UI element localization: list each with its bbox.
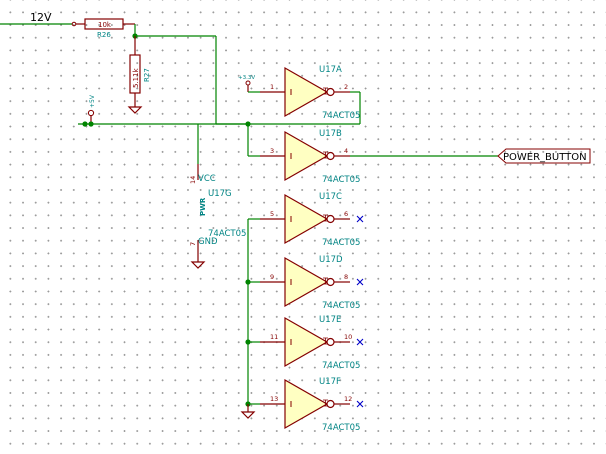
net-loop: [247, 91, 361, 157]
power-button-label[interactable]: POWER_BUTTON: [503, 152, 587, 163]
open-collector-mark: [323, 277, 328, 285]
no-connect-flag: [356, 338, 364, 346]
gate-ref: U17C: [319, 192, 342, 202]
inverter-bubble: [326, 277, 335, 287]
gate-ref: U17A: [319, 65, 342, 75]
no-connect-flag: [356, 278, 364, 286]
resistor-r26: 10k R26: [76, 18, 135, 39]
open-collector-mark: [323, 214, 328, 222]
gate-input-pin-number: 1: [270, 83, 274, 91]
inverter-triangle: [284, 316, 329, 368]
u17g-power-unit: 14 VCC U17G PWR 74ACT05 GND 7: [189, 164, 246, 269]
net-power-button: POWER_BUTTON: [350, 148, 591, 164]
u17g-gnd-pin: 7: [189, 242, 197, 246]
gate-ref: U17B: [319, 129, 342, 139]
inverter-triangle: [284, 130, 329, 182]
u17g-vcc: VCC: [198, 174, 216, 184]
inverter-triangle: [284, 193, 329, 245]
gate-value: 74ACT05: [322, 361, 360, 371]
net-unused-inputs: [240, 218, 260, 419]
gate-output-pin-number: 4: [344, 147, 348, 155]
power-5v: +5V: [78, 94, 251, 164]
gate-input-pin-number: 13: [270, 395, 278, 403]
inverter-bubble: [326, 337, 335, 347]
gate-input-pin-number: 5: [270, 210, 274, 218]
r27-ref: R27: [143, 68, 151, 82]
gate-output-pin-number: 12: [344, 395, 352, 403]
inverter-bubble: [326, 214, 335, 224]
u17g-vcc-pin: 14: [189, 176, 197, 184]
p33v-label: +3.3V: [238, 75, 255, 81]
gate-ref: U17E: [319, 315, 341, 325]
net-label-12v: 12V: [30, 11, 52, 24]
gate-output-pin-number: 8: [344, 273, 348, 281]
inverter-triangle: [284, 256, 329, 308]
open-collector-mark: [323, 399, 328, 407]
gate-input-pin-number: 9: [270, 273, 274, 281]
gate-ref: U17F: [319, 377, 341, 387]
u17g-pwr: PWR: [199, 197, 207, 216]
gate-value: 74ACT05: [322, 175, 360, 185]
net-divider: [132, 24, 217, 124]
u17g-ref: U17G: [208, 189, 232, 199]
r26-ref: R26: [97, 31, 111, 39]
inverter-bubble: [326, 87, 335, 97]
net-12v: 12V: [0, 11, 77, 27]
power-3v3: +3.3V: [238, 75, 260, 93]
inverter-triangle: [284, 66, 329, 118]
open-collector-mark: [323, 151, 328, 159]
gate-ref: U17D: [319, 255, 343, 265]
gate-output-pin-number: 10: [344, 333, 352, 341]
r26-value: 10k: [98, 21, 112, 29]
gate-output-pin-number: 2: [344, 83, 348, 91]
resistor-r27: 5.11k R27: [129, 36, 151, 104]
gate-output-pin-number: 6: [344, 210, 348, 218]
open-collector-mark: [323, 337, 328, 345]
gate-value: 74ACT05: [322, 238, 360, 248]
no-connect-flag: [356, 400, 364, 408]
p5v-label: +5V: [89, 94, 96, 108]
no-connect-flag: [356, 215, 364, 223]
u17g-gnd: GND: [198, 237, 218, 247]
r27-value: 5.11k: [132, 67, 140, 88]
gate-input-pin-number: 3: [270, 147, 274, 155]
gate-input-pin-number: 11: [270, 333, 278, 341]
inverter-bubble: [326, 399, 335, 409]
inverter-bubble: [326, 151, 335, 161]
u17g-value: 74ACT05: [208, 229, 246, 239]
open-collector-mark: [323, 87, 328, 95]
gate-value: 74ACT05: [322, 301, 360, 311]
inverter-triangle: [284, 378, 329, 430]
gnd-symbol-r27: [127, 104, 143, 114]
gate-value: 74ACT05: [322, 423, 360, 433]
gate-value: 74ACT05: [322, 111, 360, 121]
